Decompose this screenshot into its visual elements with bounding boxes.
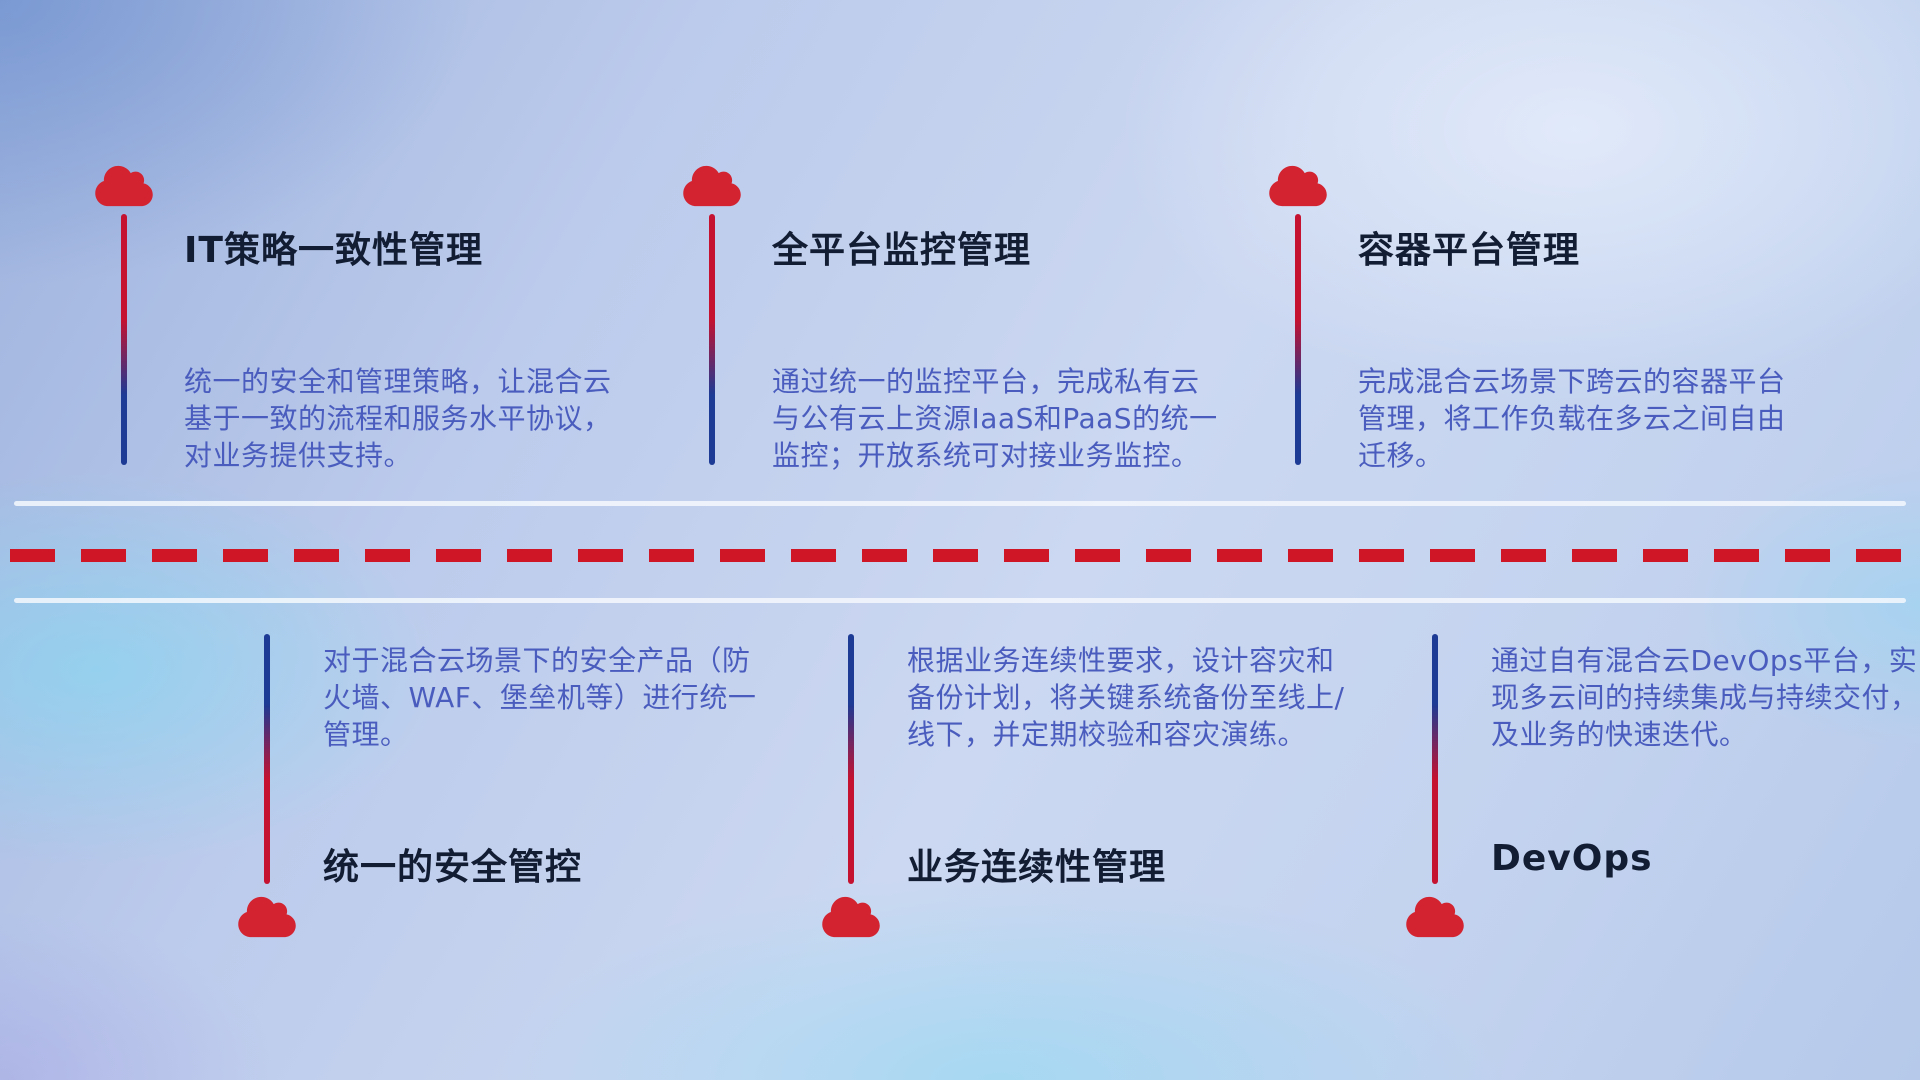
- capability-description: 根据业务连续性要求，设计容灾和备份计划，将关键系统备份至线上/线下，并定期校验和…: [907, 644, 1345, 751]
- capability-description: 统一的安全和管理策略，让混合云基于一致的流程和服务水平协议，对业务提供支持。: [184, 365, 612, 472]
- timeline-connector: [121, 214, 127, 465]
- capability-title: 容器平台管理: [1358, 230, 1581, 271]
- capability-item-security-control: 对于混合云场景下的安全产品（防火墙、WAF、堡垒机等）进行统一管理。 统一的安全…: [238, 634, 798, 974]
- timeline-connector: [264, 634, 270, 884]
- capability-title: IT策略一致性管理: [184, 230, 483, 271]
- timeline-connector: [1295, 214, 1301, 465]
- capability-description: 通过自有混合云DevOps平台，实现多云间的持续集成与持续交付，及业务的快速迭代…: [1491, 644, 1919, 751]
- capability-title: DevOps: [1491, 838, 1653, 879]
- cloud-icon: [238, 896, 296, 938]
- capability-item-devops: 通过自有混合云DevOps平台，实现多云间的持续集成与持续交付，及业务的快速迭代…: [1406, 634, 1920, 974]
- cloud-icon: [95, 165, 153, 207]
- separator-dashed-line: [10, 549, 1910, 562]
- cloud-icon: [1269, 165, 1327, 207]
- timeline-connector: [848, 634, 854, 884]
- capability-item-monitoring: 全平台监控管理 通过统一的监控平台，完成私有云与公有云上资源IaaS和PaaS的…: [683, 163, 1243, 603]
- cloud-icon: [683, 165, 741, 207]
- timeline-connector: [1432, 634, 1438, 884]
- capability-item-container-platform: 容器平台管理 完成混合云场景下跨云的容器平台管理，将工作负载在多云之间自由迁移。: [1269, 163, 1829, 603]
- capability-title: 全平台监控管理: [772, 230, 1032, 271]
- capability-description: 完成混合云场景下跨云的容器平台管理，将工作负载在多云之间自由迁移。: [1358, 365, 1786, 472]
- cloud-icon: [1406, 896, 1464, 938]
- capability-description: 通过统一的监控平台，完成私有云与公有云上资源IaaS和PaaS的统一监控；开放系…: [772, 365, 1218, 472]
- separator-solid-line-bottom: [14, 598, 1906, 603]
- capability-item-business-continuity: 根据业务连续性要求，设计容灾和备份计划，将关键系统备份至线上/线下，并定期校验和…: [822, 634, 1382, 974]
- separator-solid-line-top: [14, 501, 1906, 506]
- capability-title: 统一的安全管控: [323, 847, 583, 888]
- capability-item-it-policy: IT策略一致性管理 统一的安全和管理策略，让混合云基于一致的流程和服务水平协议，…: [95, 163, 655, 603]
- timeline-connector: [709, 214, 715, 465]
- capability-description: 对于混合云场景下的安全产品（防火墙、WAF、堡垒机等）进行统一管理。: [323, 644, 757, 751]
- cloud-icon: [822, 896, 880, 938]
- capability-title: 业务连续性管理: [907, 847, 1167, 888]
